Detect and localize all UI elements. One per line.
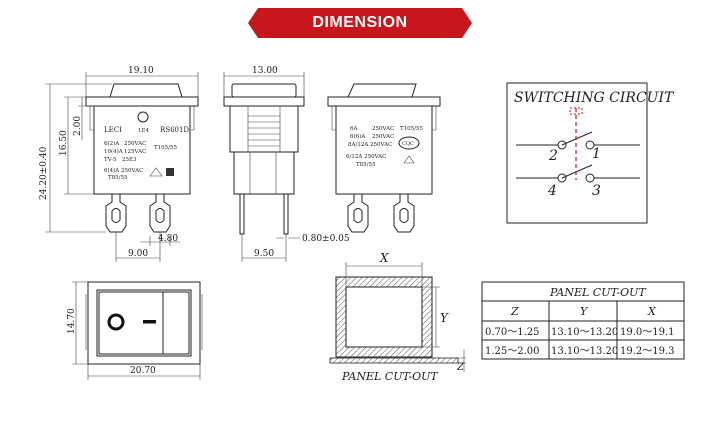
section-banner: DIMENSION	[248, 8, 472, 38]
table-cell-r1-z: 0.70～1.25	[485, 327, 540, 338]
front-rocker-cap	[109, 83, 183, 98]
front-terminal-left	[105, 194, 127, 233]
back-rating-5: 250VAC	[372, 134, 394, 140]
side-body-lower	[233, 151, 295, 195]
table-cell-r2-z: 1.25～2.00	[485, 346, 540, 357]
front-flange	[85, 96, 199, 107]
front-view: LECI 1E4 RS601D 6(2)A 250VAC 10(4)A 125V…	[39, 66, 199, 262]
switching-circuit: SWITCHING CIRCUIT 2 1 4 3	[506, 82, 675, 224]
circuit-title: SWITCHING CIRCUIT	[514, 90, 675, 106]
circuit-terminal-1: 1	[592, 146, 601, 162]
side-pin-right	[283, 193, 289, 235]
front-rating-2: 250VAC	[124, 141, 146, 147]
side-thickness-dim: 0.80±0.05	[302, 234, 350, 244]
table-cell-r1-x: 19.0～19.1	[620, 327, 675, 338]
panel-cutout-drawing: X Y Z PANEL CUT-OUT	[329, 251, 466, 383]
bottom-width-dim: 20.70	[130, 366, 156, 376]
warning-triangle-icon	[149, 167, 163, 177]
back-rating-9: T85/55	[356, 162, 376, 168]
front-model: RS601D	[160, 126, 189, 134]
circuit-frame	[506, 82, 648, 224]
bottom-height-dim: 14.70	[67, 308, 77, 334]
front-total-height-dim: 24.20±0.40	[39, 146, 49, 200]
back-view: 6A 250VAC T105/55 6(6)A 250VAC 8A/12A 25…	[327, 83, 441, 233]
back-rating-3: T105/55	[400, 126, 424, 132]
side-width-dim: 13.00	[252, 66, 278, 76]
front-rating-6: TV-5	[104, 157, 117, 163]
front-rating-4: 125VAC	[124, 149, 146, 155]
front-width-dim: 19.10	[128, 66, 154, 76]
panel-y-label: Y	[440, 311, 449, 325]
side-body-upper	[229, 105, 299, 153]
back-flange	[327, 96, 441, 107]
front-body	[93, 105, 191, 195]
back-rating-8: 6/12A 250VAC	[346, 154, 386, 160]
bottom-inner-frame	[96, 289, 192, 357]
side-pin-dim: 9.50	[254, 249, 274, 259]
banner-shape	[248, 8, 472, 38]
panel-opening	[345, 286, 423, 348]
front-code: 1E4	[138, 128, 150, 134]
panel-caption: PANEL CUT-OUT	[341, 370, 439, 383]
front-rating-3: 10(4)A	[104, 148, 124, 155]
circuit-terminal-3: 3	[592, 183, 601, 199]
front-top-dim: 2.00	[73, 116, 83, 136]
svg-text:CQC: CQC	[402, 141, 414, 147]
front-brand: LECI	[104, 126, 122, 134]
cutout-table: PANEL CUT-OUT Z Y X 0.70～1.25 13.10～13.2…	[481, 281, 685, 360]
off-symbol-icon	[107, 313, 125, 331]
circuit-terminal-4: 4	[547, 183, 557, 199]
back-rating-7: 250VAC	[370, 142, 392, 148]
ce-mark-icon	[166, 168, 174, 176]
front-terminal-width-dim: 4.80	[158, 234, 178, 244]
on-symbol-icon	[143, 320, 156, 324]
front-terminal-right	[149, 194, 171, 233]
bottom-outer-frame	[87, 281, 201, 365]
front-rating-9: T85/55	[108, 175, 128, 181]
back-terminal-left	[347, 194, 369, 233]
back-terminal-right	[393, 194, 415, 233]
front-rivet	[137, 111, 149, 123]
table-cell-r2-y: 13.10～13.20	[551, 346, 618, 357]
table-title: PANEL CUT-OUT	[549, 286, 647, 299]
back-rating-6: 8A/12A	[348, 142, 369, 148]
panel-z-label: Z	[456, 362, 465, 373]
back-body	[335, 105, 433, 195]
table-header-x: X	[647, 305, 657, 318]
back-rating-2: 250VAC	[372, 126, 394, 132]
side-view: 13.00 9.50 0.80±0.05	[223, 66, 350, 262]
side-flange	[223, 96, 305, 107]
table-cell-r2-x: 19.2～19.3	[620, 346, 675, 357]
panel-section	[329, 357, 459, 364]
table-cell-r1-y: 13.10～13.20	[551, 327, 618, 338]
bottom-view: 14.70 20.70	[67, 281, 203, 380]
front-body-height-dim: 16.50	[59, 130, 69, 156]
back-rating-1: 6A	[350, 126, 358, 132]
side-pin-left	[239, 193, 245, 235]
front-rating-7: 25E3	[122, 157, 137, 163]
cqc-mark-icon: CQC	[398, 136, 420, 150]
side-rocker	[231, 83, 297, 98]
back-rocker-cap	[347, 83, 417, 98]
table-header-y: Y	[580, 305, 589, 318]
front-rating-8: 6(4)A 250VAC	[104, 167, 143, 174]
front-terminal-spacing-dim: 9.00	[128, 249, 148, 259]
circuit-terminal-2: 2	[548, 148, 558, 164]
back-rating-4: 6(6)A	[350, 133, 366, 140]
banner-title: DIMENSION	[312, 14, 408, 31]
panel-x-label: X	[379, 251, 389, 265]
table-header-z: Z	[510, 305, 519, 318]
back-warning-icon	[403, 155, 415, 164]
front-rating-5: T105/55	[154, 145, 178, 151]
front-rating-1: 6(2)A	[104, 140, 120, 147]
